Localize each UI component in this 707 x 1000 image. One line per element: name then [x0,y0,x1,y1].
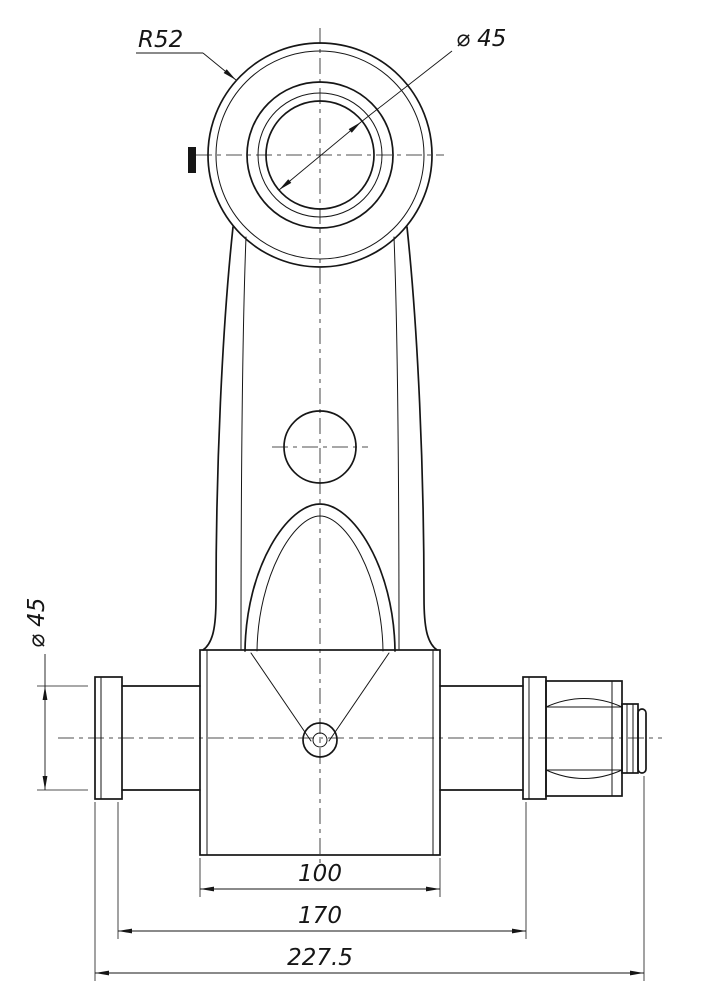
rod-hole [283,410,357,484]
dimensions: R52 ⌀ 45 ⌀ 45 100 170 227.5 [24,26,645,981]
shaft-diameter-label: ⌀ 45 [24,598,50,648]
bore-diameter-line [278,121,362,191]
pocket-left-edge [250,652,312,742]
block-outline [199,649,441,856]
shaft-left-collar [94,676,123,800]
ring-outer-inner-line [215,50,425,260]
bore-chamfer-circle [257,92,383,218]
overall-dim-label: 227.5 [287,945,353,971]
nut-lower-chamfer-arc [545,769,623,779]
ring-boss-circle [246,81,394,229]
block-small-hole-inner [312,732,328,748]
block-small-hole [302,722,338,758]
edge-mark [188,147,196,173]
rod-body [202,226,438,742]
width-dim-label: 100 [298,861,342,887]
shaft [94,676,647,800]
rod-right-edge [406,226,438,651]
bore-diameter-leader [360,50,453,123]
eye-ring [188,42,433,268]
thread-end [621,703,639,774]
nut-upper-chamfer-arc [545,698,623,708]
bore-circle [265,100,375,210]
rod-left-web-line [240,236,247,650]
center-lines [58,28,662,868]
radius-leader-line [202,52,237,81]
pocket-right-edge [328,652,390,742]
ring-outer-circle [207,42,433,268]
lower-block [199,649,441,856]
bore-diameter-label: ⌀ 45 [456,26,506,52]
clevis-arch-inner [256,515,384,652]
shaft-end-cap [637,708,647,774]
mid-length-dim-label: 170 [298,903,342,929]
clevis-arch-outer [244,503,396,652]
rod-left-edge [202,226,234,651]
radius-label: R52 [138,27,183,53]
rod-right-web-line [393,236,400,650]
